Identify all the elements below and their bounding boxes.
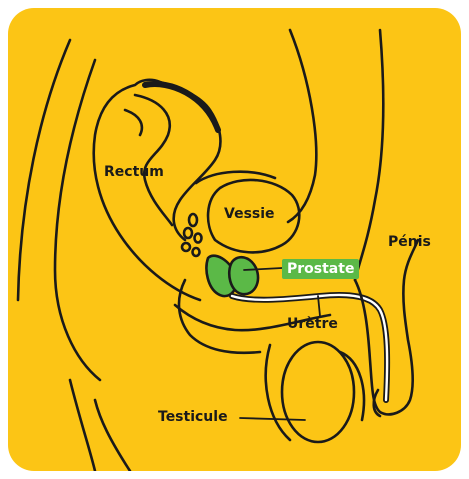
scrotum-outline: [266, 345, 290, 440]
seminal-vesicle-4: [182, 243, 190, 251]
back-outline-inner: [55, 60, 100, 380]
label-testicule: Testicule: [158, 409, 228, 425]
seminal-vesicle-3: [195, 234, 202, 243]
rectum-fold-2: [125, 110, 142, 135]
leg-back: [95, 400, 130, 471]
seminal-vesicle-5: [193, 248, 200, 256]
testicle-outline: [282, 342, 354, 442]
label-uretre: Urètre: [287, 316, 338, 332]
leg-line: [70, 380, 95, 471]
prostate-right-lobe: [229, 257, 258, 294]
label-vessie: Vessie: [224, 206, 275, 222]
rectum-outline: [94, 80, 221, 300]
seminal-vesicle-1: [189, 214, 197, 226]
label-prostate: Prostate: [282, 259, 359, 279]
label-penis: Pénis: [388, 234, 431, 250]
leader-testicule: [240, 418, 305, 420]
abdominal-wall: [288, 30, 316, 222]
label-rectum: Rectum: [104, 164, 164, 180]
seminal-vesicle-2: [184, 228, 192, 238]
rectum-inner-fold: [135, 95, 172, 225]
back-outline-outer: [18, 40, 70, 300]
abdominal-wall-outer: [355, 30, 383, 280]
rectum-wall-thick: [145, 84, 218, 130]
